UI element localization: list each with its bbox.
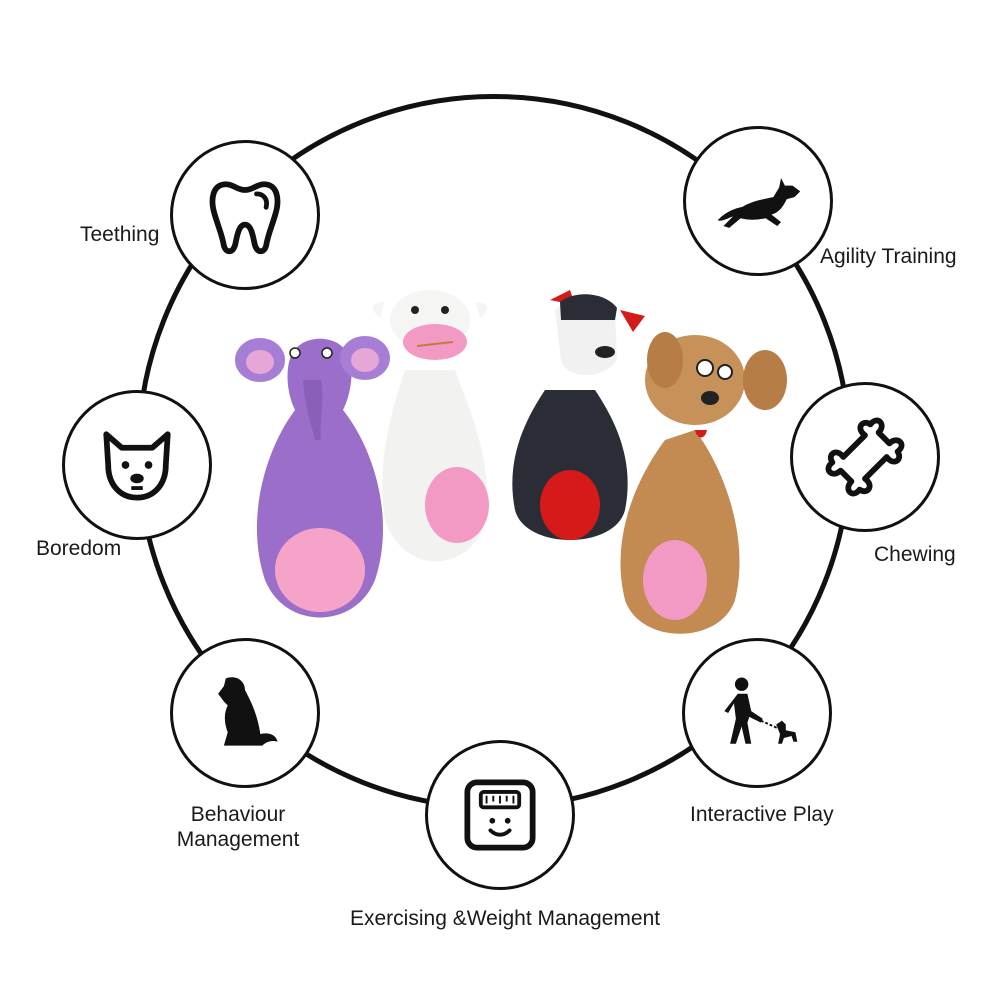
running-dog-icon	[717, 177, 801, 228]
chewing-icon-circle	[790, 382, 940, 532]
dog-face-icon	[103, 431, 171, 501]
weighing-scale-icon	[464, 779, 536, 851]
boredom-icon-circle	[62, 390, 212, 540]
behaviour-label: Behaviour Management	[164, 802, 312, 852]
black-cow-toy	[512, 290, 645, 540]
agility-label: Agility Training	[820, 245, 957, 268]
toy-figures	[235, 290, 787, 634]
sitting-dog-icon	[218, 677, 278, 746]
chewing-label: Chewing	[874, 543, 956, 566]
behaviour-icon-circle	[170, 638, 320, 788]
interactive-label: Interactive Play	[690, 803, 834, 826]
elephant-toy	[235, 336, 390, 618]
tooth-icon	[209, 181, 281, 255]
bone-icon	[825, 417, 905, 497]
exercising-label: Exercising &Weight Management	[350, 907, 661, 930]
teething-label: Teething	[80, 223, 160, 246]
interactive-icon-circle	[682, 638, 832, 788]
boredom-label: Boredom	[36, 537, 122, 560]
behaviour-label-line1: Behaviour	[190, 803, 286, 826]
person-walking-dog-icon	[724, 677, 798, 744]
behaviour-label-line2: Management	[176, 828, 300, 851]
cow-toy	[373, 290, 489, 562]
teething-icon-circle	[170, 140, 320, 290]
exercising-icon-circle	[425, 740, 575, 890]
agility-icon-circle	[683, 126, 833, 276]
brown-dog-toy	[620, 332, 787, 634]
